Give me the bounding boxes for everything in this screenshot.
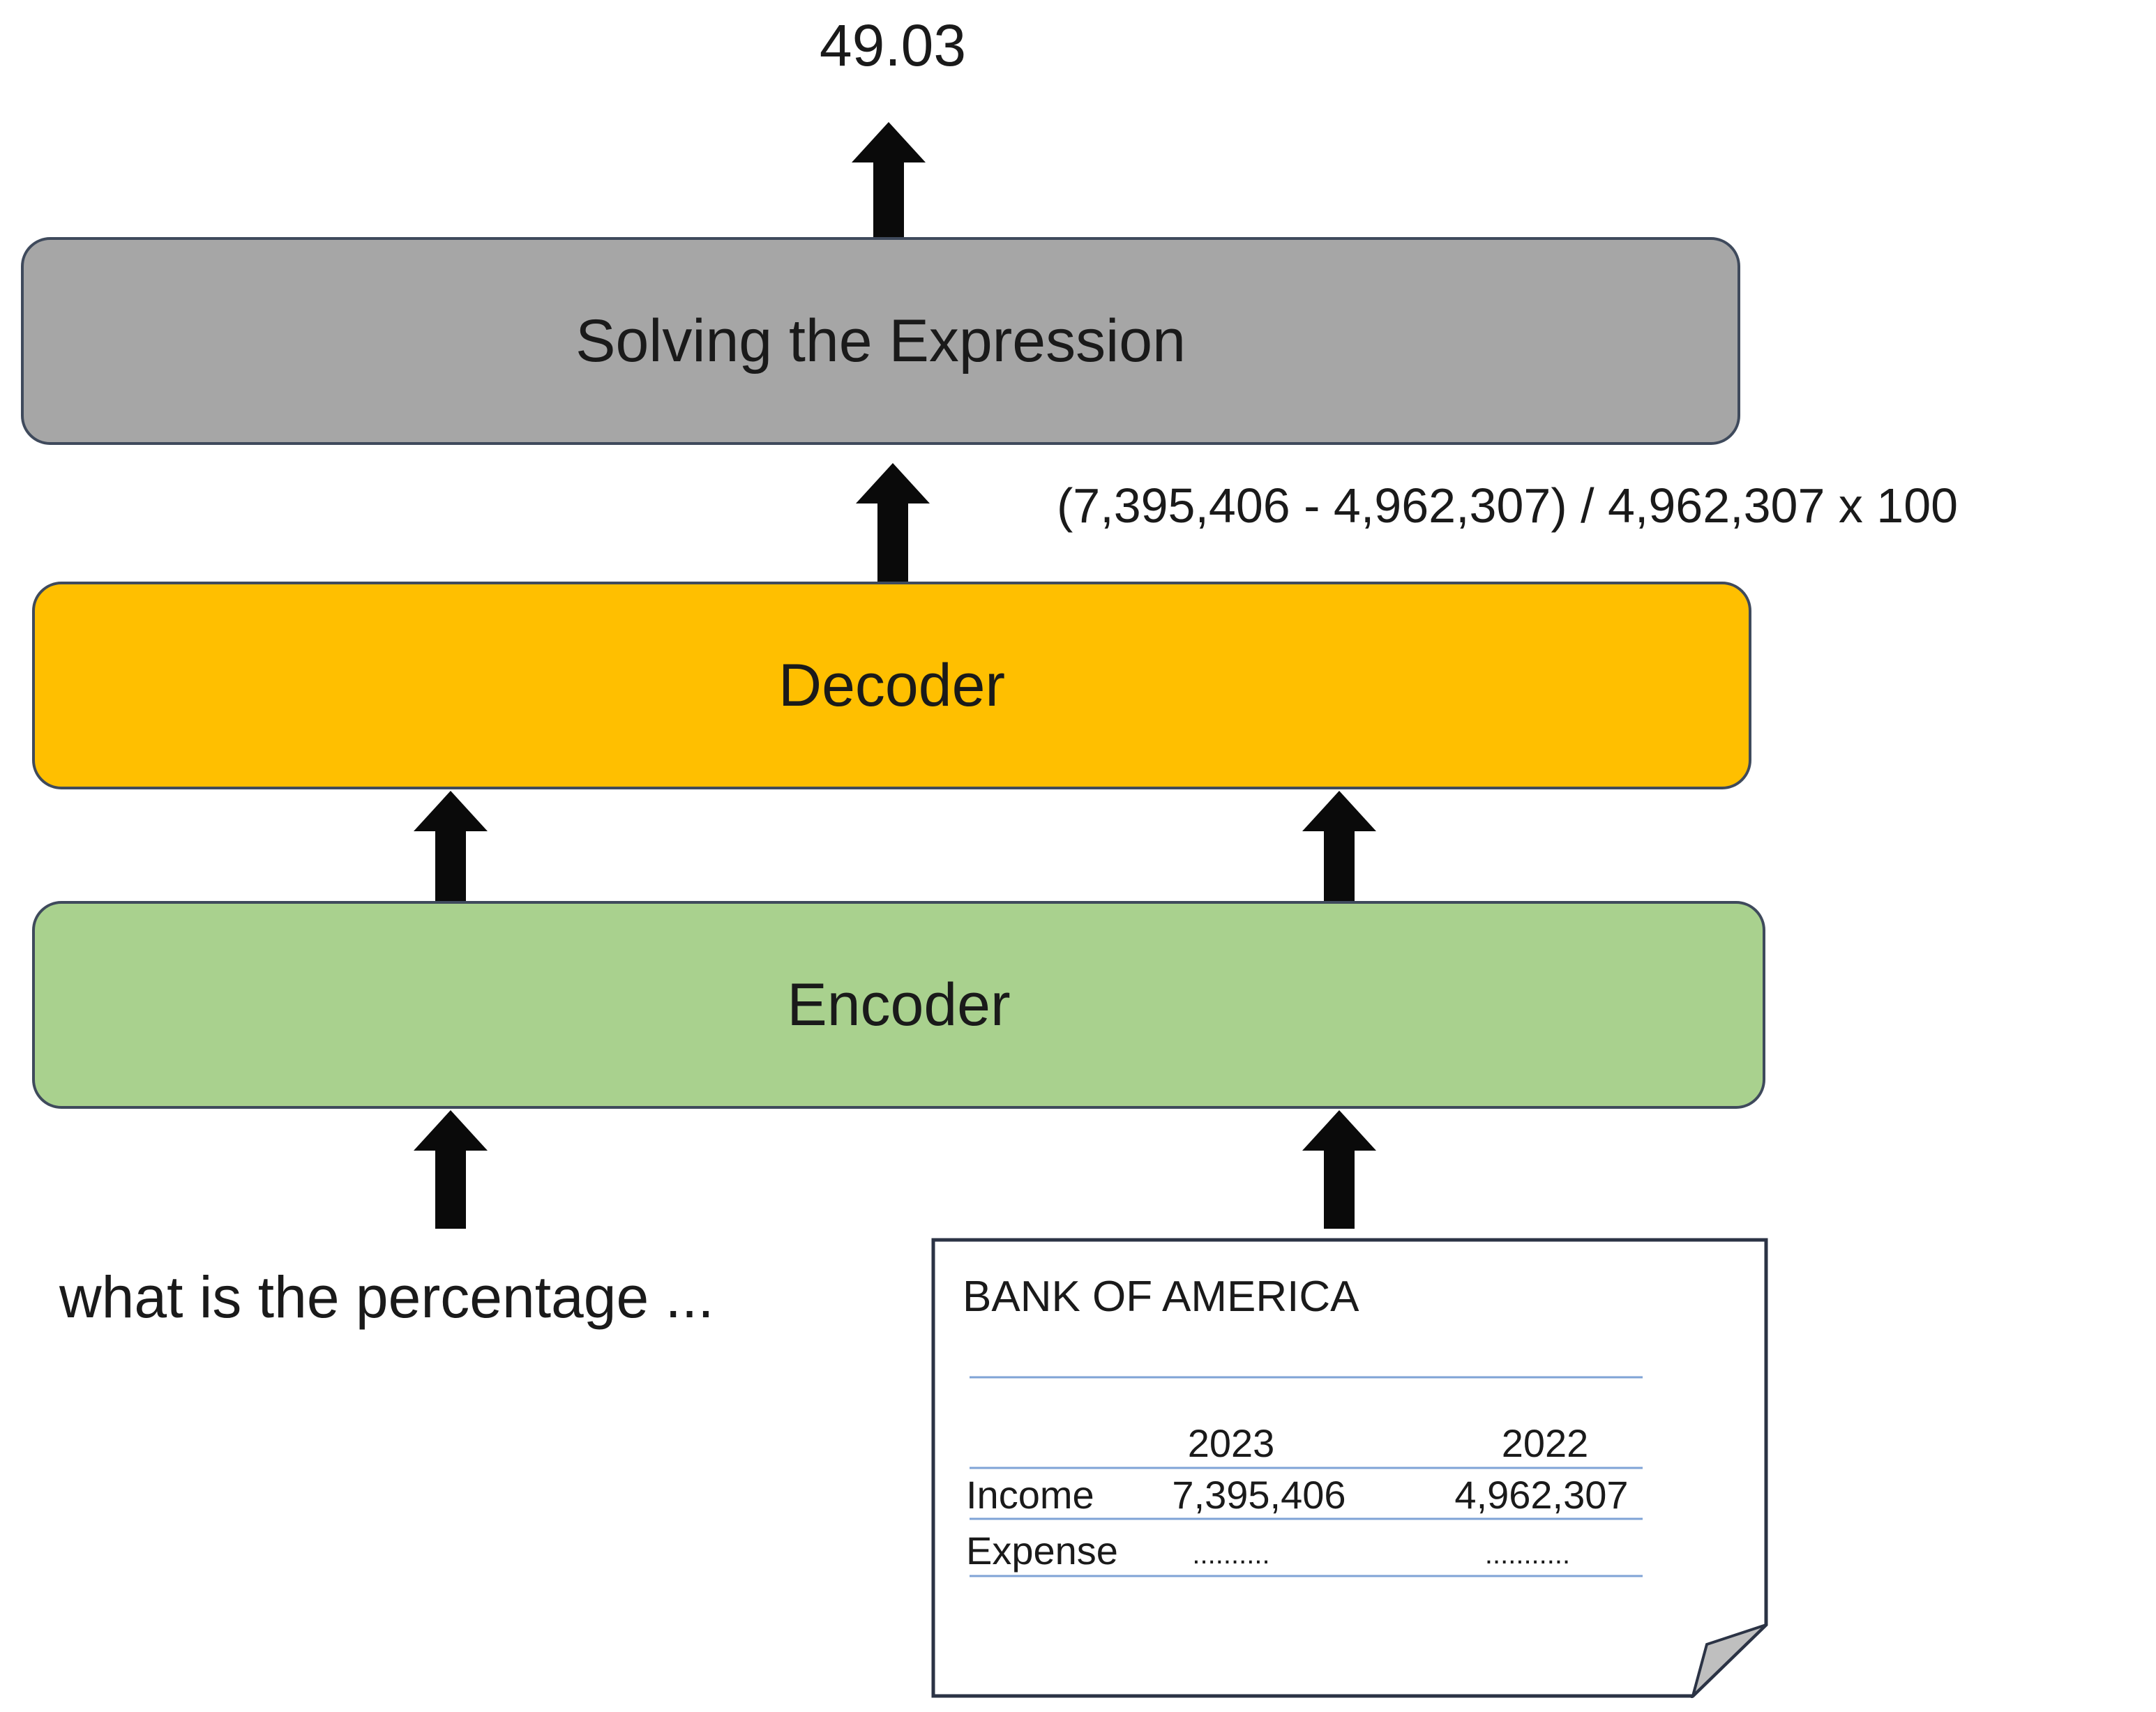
output-value: 49.03 bbox=[819, 13, 967, 78]
solving-expression-block: Solving the Expression bbox=[21, 237, 1740, 445]
decoder-block: Decoder bbox=[32, 582, 1751, 789]
arrow-up-icon bbox=[856, 463, 930, 582]
year-header: 2022 bbox=[1501, 1421, 1589, 1465]
encoder-label: Encoder bbox=[787, 971, 1011, 1038]
question-text: what is the percentage ... bbox=[59, 1264, 714, 1330]
document-page bbox=[931, 1238, 1768, 1698]
arrow-up-icon bbox=[852, 122, 926, 241]
table-cell: 4,962,307 bbox=[1454, 1473, 1629, 1517]
arrow-up-icon bbox=[414, 1110, 488, 1229]
expression-text: (7,395,406 - 4,962,307) / 4,962,307 x 10… bbox=[1057, 478, 1959, 533]
arrow-up-icon bbox=[414, 791, 488, 909]
row-label: Income bbox=[966, 1473, 1094, 1517]
arrow-up-icon bbox=[1302, 791, 1376, 909]
row-label: Expense bbox=[966, 1529, 1118, 1573]
solving-expression-label: Solving the Expression bbox=[575, 307, 1186, 374]
encoder-block: Encoder bbox=[32, 901, 1765, 1109]
table-cell: 7,395,406 bbox=[1172, 1473, 1346, 1517]
year-header: 2023 bbox=[1187, 1421, 1275, 1465]
table-cell: .......... bbox=[1192, 1539, 1270, 1570]
decoder-label: Decoder bbox=[778, 651, 1006, 719]
arrow-up-icon bbox=[1302, 1110, 1376, 1229]
table-cell: ........... bbox=[1484, 1539, 1571, 1570]
document-title: BANK OF AMERICA bbox=[963, 1273, 1359, 1321]
